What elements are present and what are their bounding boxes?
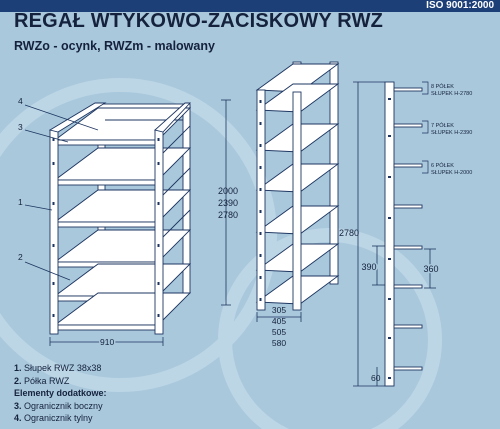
height-dimension — [221, 99, 231, 306]
legend-item-1: 1. Słupek RWZ 38x38 — [14, 363, 102, 373]
upright-profile — [384, 81, 395, 387]
page-title: REGAŁ WTYKOWO-ZACISKOWY RWZ — [14, 10, 384, 32]
config-6-shelves: 6 PÓŁEK — [431, 162, 454, 169]
top-bar — [0, 0, 500, 12]
pitch-alt-label: 360 — [423, 264, 438, 274]
height-labels: 2000 2390 2780 — [218, 186, 238, 220]
callout-2: 2 — [18, 252, 23, 262]
front-shelf-unit — [48, 102, 192, 335]
depth-305: 305 — [272, 305, 286, 315]
config-8-shelves: 8 PÓŁEK — [431, 83, 454, 90]
iso-certification: ISO 9001:2000 — [426, 0, 494, 11]
legend-item-2: 2. Półka RWZ — [14, 375, 70, 386]
upright-total-dimension — [353, 81, 385, 387]
legend: 1. Słupek RWZ 38x38 2. Półka RWZ Element… — [14, 362, 107, 425]
depth-labels: 305 405 505 580 — [272, 305, 286, 348]
height-2390: 2390 — [218, 198, 238, 208]
side-front-upright — [256, 89, 266, 311]
config-8-upright: SŁUPEK H-2780 — [431, 91, 472, 97]
config-6-upright: SŁUPEK H-2000 — [431, 170, 472, 176]
depth-dimension — [256, 312, 302, 322]
depth-505: 505 — [272, 327, 286, 337]
legend-item-3: 3. Ogranicznik boczny — [14, 400, 103, 411]
width-label: 910 — [100, 337, 114, 347]
page-subtitle: RWZo - ocynk, RWZm - malowany — [14, 39, 215, 53]
legend-extras-heading: Elementy dodatkowe: — [14, 388, 107, 398]
height-2780: 2780 — [218, 210, 238, 220]
bottom-label: 60 — [371, 373, 381, 383]
config-notes: 8 PÓŁEK SŁUPEK H-2780 7 PÓŁEK SŁUPEK H-2… — [431, 83, 472, 176]
config-brackets — [422, 81, 429, 174]
side-shelf-unit — [255, 61, 340, 311]
config-7-shelves: 7 PÓŁEK — [431, 122, 454, 129]
depth-405: 405 — [272, 316, 286, 326]
shelves — [53, 107, 192, 331]
width-dimension — [49, 337, 164, 346]
upright-detail — [384, 81, 423, 387]
height-2000: 2000 — [218, 186, 238, 196]
front-right-upright — [154, 129, 164, 335]
callouts: 4 3 1 2 — [18, 96, 23, 262]
callout-4: 4 — [18, 96, 23, 106]
pitch-label: 390 — [361, 262, 376, 272]
pitch-dimension — [372, 245, 385, 286]
callout-leaders — [24, 104, 99, 281]
config-7-upright: SŁUPEK H-2390 — [431, 130, 472, 136]
upright-total-label: 2780 — [339, 228, 359, 238]
callout-3: 3 — [18, 122, 23, 132]
front-left-upright — [49, 129, 59, 335]
depth-580: 580 — [272, 338, 286, 348]
side-back-right-upright — [329, 61, 339, 285]
side-upright-holes — [259, 100, 262, 301]
pitch-alt-dimension — [424, 248, 436, 289]
callout-1: 1 — [18, 197, 23, 207]
legend-item-4: 4. Ogranicznik tylny — [14, 413, 93, 423]
upright-holes — [52, 138, 160, 317]
